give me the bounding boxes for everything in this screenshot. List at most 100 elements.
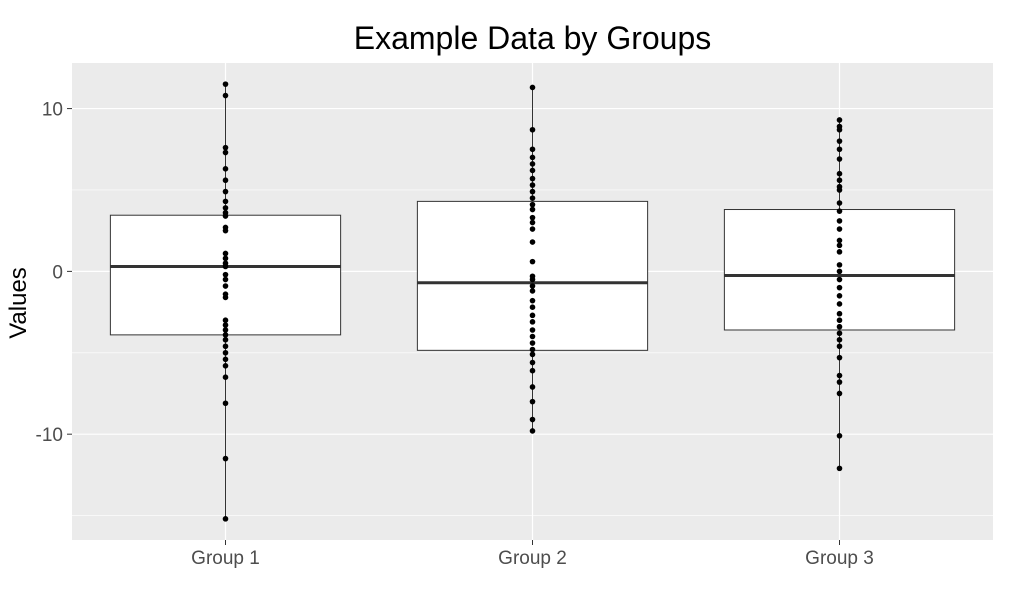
data-point	[529, 239, 536, 245]
y-tick-label: -10	[36, 425, 63, 446]
y-axis-title: Values	[5, 267, 32, 339]
data-point	[529, 333, 536, 340]
chart-title: Example Data by Groups	[353, 20, 712, 56]
data-point	[222, 250, 229, 257]
data-point	[529, 126, 536, 133]
data-point	[836, 276, 843, 283]
data-point	[222, 374, 229, 381]
data-point	[222, 166, 229, 172]
data-point	[222, 332, 229, 338]
data-point	[222, 400, 229, 407]
data-point	[222, 455, 229, 462]
data-point	[529, 175, 536, 182]
data-point	[836, 465, 843, 472]
data-point	[836, 117, 843, 123]
data-point	[529, 319, 536, 325]
data-point	[222, 144, 229, 151]
data-point	[836, 126, 843, 133]
data-point	[529, 206, 536, 213]
data-point	[529, 288, 536, 294]
data-point	[836, 237, 843, 244]
data-point	[836, 433, 843, 439]
data-point	[836, 249, 843, 255]
point-layer	[222, 81, 843, 522]
data-point	[836, 242, 843, 249]
data-point	[529, 416, 536, 423]
data-point	[836, 354, 843, 361]
data-point	[529, 182, 536, 188]
data-point	[836, 317, 843, 324]
data-point	[222, 177, 229, 184]
data-point	[529, 276, 536, 283]
data-point	[222, 271, 229, 278]
data-point	[836, 310, 843, 317]
data-point	[222, 263, 229, 270]
data-point	[222, 81, 229, 87]
data-point	[222, 349, 229, 356]
data-point	[529, 398, 536, 405]
data-point	[529, 146, 536, 153]
data-point	[836, 379, 843, 385]
data-point	[222, 205, 229, 211]
data-point	[529, 195, 536, 201]
data-point	[836, 208, 843, 214]
data-point	[836, 330, 843, 337]
data-point	[529, 283, 536, 289]
data-point	[836, 262, 843, 268]
data-point	[222, 336, 229, 343]
data-point	[222, 343, 229, 350]
data-point	[836, 138, 843, 144]
data-point	[529, 340, 536, 346]
data-point	[836, 336, 843, 343]
data-point	[836, 177, 843, 184]
data-point	[836, 301, 843, 307]
data-point	[529, 351, 536, 358]
data-point	[836, 372, 843, 379]
data-point	[836, 268, 843, 275]
data-point	[222, 227, 229, 234]
data-point	[222, 276, 229, 283]
data-point	[529, 154, 536, 161]
data-point	[529, 161, 536, 167]
data-point	[836, 390, 843, 397]
y-tick-label: 10	[42, 100, 63, 121]
data-point	[529, 384, 536, 390]
data-point	[222, 322, 229, 328]
data-point	[836, 170, 843, 177]
data-point	[836, 187, 843, 193]
data-point	[529, 219, 536, 226]
data-point	[836, 293, 843, 299]
data-point	[836, 200, 843, 206]
data-point	[836, 218, 843, 224]
data-point	[529, 226, 536, 232]
x-tick-label: Group 1	[191, 548, 260, 569]
data-point	[529, 312, 536, 319]
data-point	[529, 167, 536, 174]
data-point	[222, 92, 229, 99]
y-tick-label: 0	[52, 262, 63, 283]
data-point	[529, 297, 536, 304]
data-point	[222, 327, 229, 333]
data-point	[529, 304, 536, 310]
x-tick-label: Group 3	[805, 548, 874, 569]
data-point	[529, 327, 536, 333]
data-point	[529, 84, 536, 91]
data-point	[529, 201, 536, 208]
data-point	[836, 226, 843, 232]
data-point	[529, 258, 536, 265]
data-point	[222, 283, 229, 289]
data-point	[529, 359, 536, 366]
data-point	[222, 294, 229, 301]
x-tick-label: Group 2	[498, 548, 567, 569]
data-point	[529, 346, 536, 353]
data-point	[222, 188, 229, 195]
data-point	[222, 317, 229, 324]
data-point	[836, 284, 843, 291]
data-point	[222, 516, 229, 522]
data-point	[529, 188, 536, 195]
data-point	[222, 198, 229, 205]
data-point	[222, 149, 229, 156]
data-point	[222, 255, 229, 262]
